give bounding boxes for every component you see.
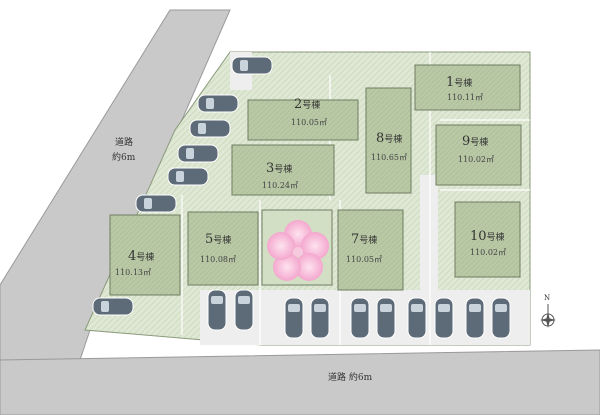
svg-text:110.08㎡: 110.08㎡ [200,255,236,264]
svg-text:110.05㎡: 110.05㎡ [291,118,327,127]
car-icon [135,194,177,213]
car-icon [197,94,239,113]
svg-text:3号棟: 3号棟 [266,161,292,176]
lot-label-10: 10号棟 110.02㎡ [470,229,506,257]
car-icon [167,167,209,186]
car-icon [92,297,134,316]
lot-label-8: 8号棟 110.65㎡ [371,131,407,162]
road-left-label-line1: 道路 [115,136,133,148]
building-3 [231,144,335,196]
lot-label-2: 2号棟 110.05㎡ [291,97,327,127]
car-windows [101,60,507,312]
svg-text:110.24㎡: 110.24㎡ [262,181,298,190]
svg-text:10号棟: 10号棟 [470,229,505,244]
lot-label-4: 4号棟 110.13㎡ [115,249,154,277]
road-bottom-label: 道路 約6m [328,371,373,383]
svg-text:2号棟: 2号棟 [294,97,320,112]
building-10 [454,201,521,278]
driveway-right [420,175,438,295]
building-1 [414,64,521,111]
svg-text:110.05㎡: 110.05㎡ [346,255,382,264]
building-9 [435,124,522,186]
svg-text:110.11㎡: 110.11㎡ [447,93,483,102]
svg-text:110.02㎡: 110.02㎡ [458,155,494,164]
lot-label-9: 9号棟 110.02㎡ [458,134,494,164]
svg-text:9号棟: 9号棟 [462,134,488,149]
building-2 [247,99,359,141]
lot-label-7: 7号棟 110.05㎡ [346,232,382,264]
svg-text:4号棟: 4号棟 [128,249,154,264]
lot-label-3: 3号棟 110.24㎡ [262,161,298,190]
svg-text:7号棟: 7号棟 [351,232,377,247]
svg-text:110.02㎡: 110.02㎡ [470,248,506,257]
svg-text:5号棟: 5号棟 [205,232,231,247]
car-icon [189,119,231,138]
lot-label-1: 1号棟 110.11㎡ [446,75,483,102]
bottom-road [0,349,600,415]
svg-text:N: N [544,294,550,302]
building-8 [365,87,412,194]
building-7 [337,209,404,291]
svg-text:8号棟: 8号棟 [376,131,402,146]
svg-text:110.65㎡: 110.65㎡ [371,153,407,162]
lot-label-5: 5号棟 110.08㎡ [200,232,236,264]
building-5 [187,211,259,286]
road-left-label-line2: 約6m [112,151,136,163]
building-4 [109,214,181,296]
flower-icon [267,220,329,281]
compass-icon: N [540,294,556,328]
car-icon [231,56,273,75]
car-icon [177,144,219,163]
svg-text:110.13㎡: 110.13㎡ [115,268,151,277]
svg-text:1号棟: 1号棟 [446,75,472,90]
